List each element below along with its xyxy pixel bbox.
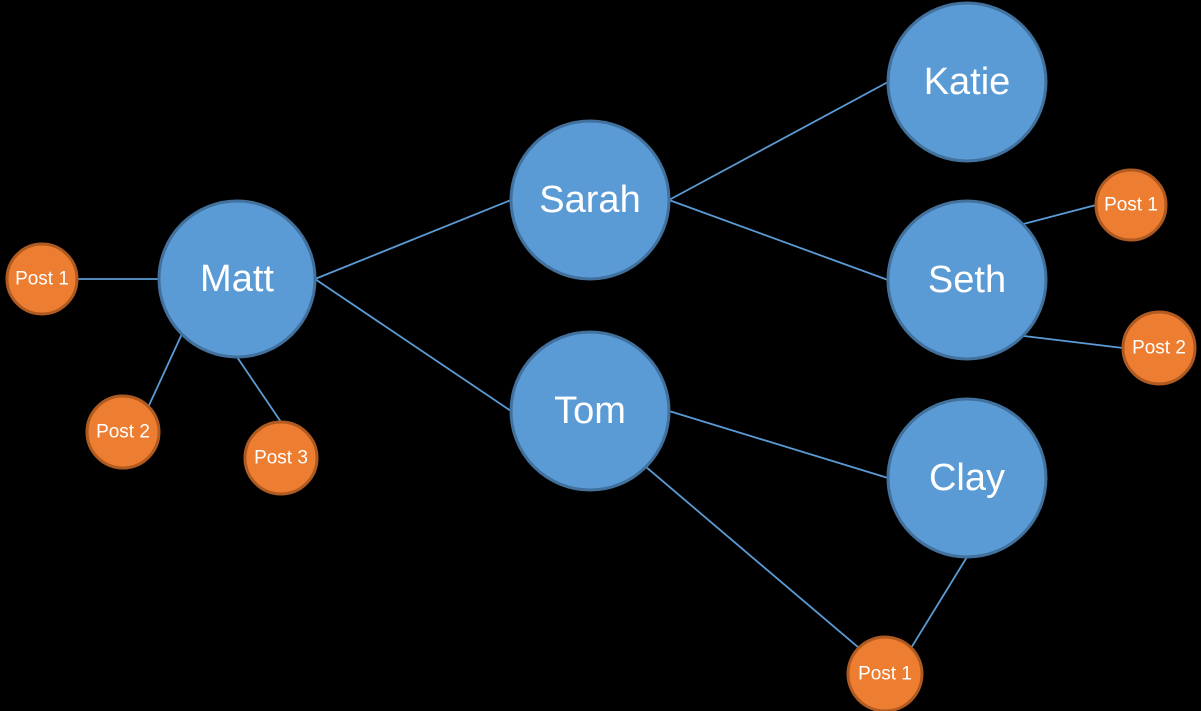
post-node-circle	[1121, 310, 1197, 386]
person-node-circle	[886, 397, 1048, 559]
post-node-circle	[846, 635, 924, 711]
edge-matt-sarah	[314, 199, 512, 280]
node-label-matt-post2: Post 2	[96, 422, 150, 443]
person-node-circle	[509, 330, 671, 492]
node-seth-post2: Post 2	[1121, 310, 1197, 386]
edge-seth-seth-post1	[1022, 204, 1097, 226]
edge-clay-shared-post1	[910, 556, 968, 649]
node-seth: Seth	[886, 199, 1048, 361]
node-tom: Tom	[509, 330, 671, 492]
node-clay: Clay	[886, 397, 1048, 559]
node-label-katie: Katie	[924, 61, 1011, 103]
node-label-clay: Clay	[929, 457, 1005, 499]
post-node-circle	[1094, 168, 1168, 242]
node-seth-post1: Post 1	[1094, 168, 1168, 242]
post-node-circle	[243, 420, 319, 496]
edge-seth-seth-post2	[1022, 334, 1124, 349]
edge-matt-matt-post2	[147, 333, 183, 407]
node-label-seth: Seth	[928, 259, 1006, 301]
node-matt-post3: Post 3	[243, 420, 319, 496]
post-node-circle	[85, 394, 161, 470]
edge-sarah-seth	[668, 199, 889, 281]
node-label-matt-post3: Post 3	[254, 448, 308, 469]
node-label-matt: Matt	[200, 258, 274, 300]
node-label-sarah: Sarah	[539, 179, 640, 221]
node-sarah: Sarah	[509, 119, 671, 281]
edge-matt-tom	[314, 278, 512, 412]
post-node-circle	[5, 242, 79, 316]
edge-tom-clay	[668, 410, 889, 479]
node-matt-post2: Post 2	[85, 394, 161, 470]
node-katie: Katie	[886, 1, 1048, 163]
node-label-tom: Tom	[554, 390, 626, 432]
person-node-circle	[157, 199, 317, 359]
person-node-circle	[886, 1, 1048, 163]
node-matt-post1: Post 1	[5, 242, 79, 316]
node-shared-post1: Post 1	[846, 635, 924, 711]
node-matt: Matt	[157, 199, 317, 359]
node-label-seth-post2: Post 2	[1132, 338, 1186, 359]
node-label-matt-post1: Post 1	[15, 269, 69, 290]
node-label-seth-post1: Post 1	[1104, 195, 1158, 216]
edge-sarah-katie	[668, 81, 889, 201]
node-label-shared-post1: Post 1	[858, 664, 912, 685]
edge-tom-shared-post1	[645, 466, 860, 649]
edge-matt-matt-post3	[236, 356, 282, 423]
person-node-circle	[886, 199, 1048, 361]
person-node-circle	[509, 119, 671, 281]
